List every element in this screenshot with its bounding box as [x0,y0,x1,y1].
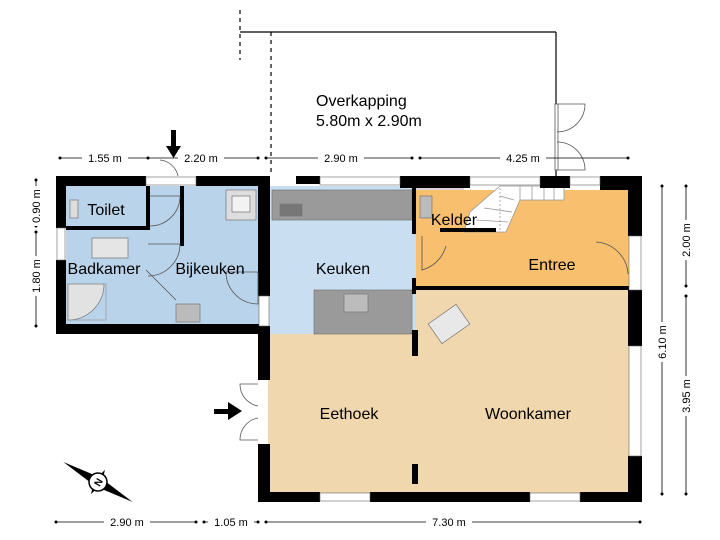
label-badkamer: Badkamer [68,261,142,278]
windows [56,176,642,502]
room-eethoek [268,334,416,494]
arrow-down-icon [166,130,181,158]
dim-right-3: 3.95 m [681,379,693,413]
dim-left-1: 0.90 m [31,189,43,223]
label-keuken: Keuken [316,261,370,278]
compass-icon: N [63,462,133,502]
staircase [463,185,565,233]
label-toilet: Toilet [87,202,125,219]
door-swings [145,159,629,441]
room-entree [416,190,630,290]
table [427,303,471,345]
dim-top-2: 2.20 m [184,153,218,165]
dimension-ticks [34,156,688,524]
dim-right-2: 6.10 m [657,325,669,359]
washbasin [91,237,129,259]
dim-bottom-2: 1.05 m [214,517,248,529]
walls [56,176,642,502]
label-eethoek: Eethoek [320,406,380,423]
svg-text:N: N [93,477,106,489]
label-kelder: Kelder [431,212,478,229]
room-toilet [66,186,145,228]
dim-left-2: 1.80 m [31,259,43,293]
label-bijkeuken: Bijkeuken [175,261,244,278]
dim-right-1: 2.00 m [681,223,693,257]
label-woonkamer: Woonkamer [485,406,572,423]
toilet-fixture [69,199,79,219]
label-overkapping-size: 5.80m x 2.90m [316,113,422,130]
dim-bottom-3: 7.30 m [432,517,466,529]
dim-top-4: 4.25 m [506,153,540,165]
label-entree: Entree [528,257,575,274]
label-overkapping: Overkapping [316,93,407,110]
dim-bottom-1: 2.90 m [110,517,144,529]
dim-top-3: 2.90 m [324,153,358,165]
fixtures [67,189,471,345]
dim-top-1: 1.55 m [88,153,122,165]
overkapping-door [554,103,586,171]
arrow-right-icon [214,402,242,420]
